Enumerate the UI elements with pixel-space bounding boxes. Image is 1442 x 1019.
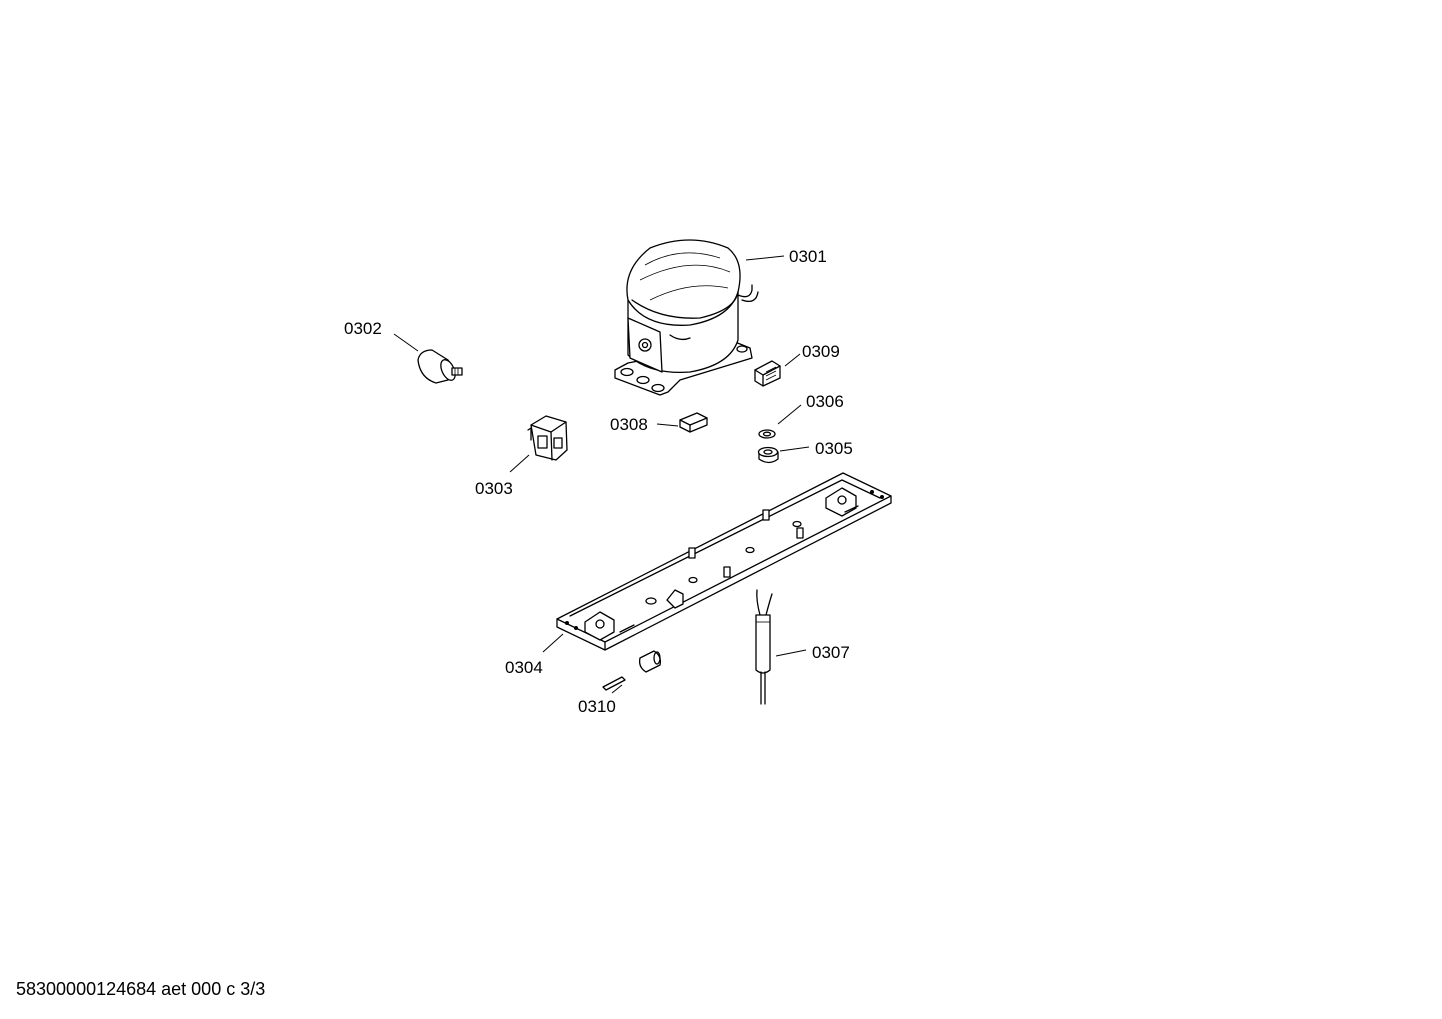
callout-0309: 0309: [802, 342, 840, 361]
part-rubber-damper: [417, 349, 463, 384]
callout-0306: 0306: [806, 392, 844, 411]
callout-0303: 0303: [475, 479, 513, 498]
callout-0301: 0301: [789, 247, 827, 266]
callout-0308: 0308: [610, 415, 648, 434]
part-bushing: [757, 446, 779, 464]
callout-0307: 0307: [812, 643, 850, 662]
part-washer: [758, 429, 776, 439]
callout-0302: 0302: [344, 319, 382, 338]
callout-0304: 0304: [505, 658, 543, 677]
part-sensor-0307: [755, 589, 773, 705]
document-id-footer: 58300000124684 aet 000 c 3/3: [16, 979, 266, 999]
part-pin-sleeve: [602, 650, 662, 691]
part-compressor: [614, 239, 759, 396]
part-mounting-rail: [556, 472, 892, 651]
part-clip-0309: [754, 360, 781, 387]
part-starter-relay: [527, 415, 568, 461]
part-clip-0308: [679, 412, 708, 433]
callout-0305: 0305: [815, 439, 853, 458]
callout-0310: 0310: [578, 697, 616, 716]
